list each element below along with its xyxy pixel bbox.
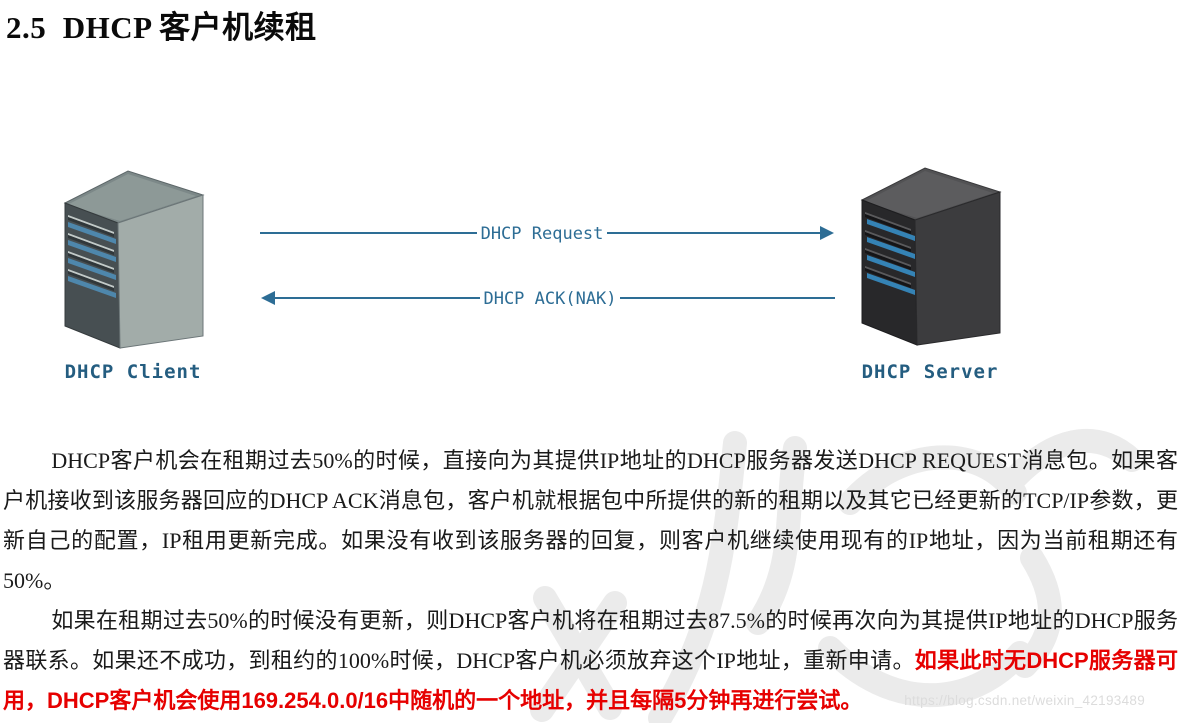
body-text: DHCP客户机会在租期过去50%的时候，直接向为其提供IP地址的DHCP服务器发…	[0, 441, 1181, 721]
ack-arrow-label: DHCP ACK(NAK)	[483, 289, 616, 309]
dhcp-server-tower-icon	[860, 167, 1002, 346]
highlighted-red-text: 如果此时无DHCP服务器可用，DHCP客户机会使用169.254.0.0/16中…	[3, 648, 1178, 713]
paragraph-text: 如果在租期过去50%的时候没有更新，则DHCP客户机将在租期过去87.5%的时候…	[3, 608, 1178, 673]
body-paragraph-1: DHCP客户机会在租期过去50%的时候，直接向为其提供IP地址的DHCP服务器发…	[3, 441, 1178, 601]
page-title: 2.5 DHCP 客户机续租	[6, 10, 317, 45]
dhcp-client-tower-icon	[63, 170, 205, 349]
request-arrow-label: DHCP Request	[481, 224, 604, 244]
body-paragraph-2: 如果在租期过去50%的时候没有更新，则DHCP客户机将在租期过去87.5%的时候…	[3, 601, 1178, 721]
ack-arrowhead-icon	[261, 291, 275, 305]
dhcp-message-arrows: DHCP Request DHCP ACK(NAK)	[260, 224, 835, 309]
paragraph-text: DHCP客户机会在租期过去50%的时候，直接向为其提供IP地址的DHCP服务器发…	[3, 448, 1178, 593]
watermark-url: https://blog.csdn.net/weixin_42193489	[904, 693, 1145, 708]
dhcp-server-label: DHCP Server	[861, 361, 999, 383]
csdn-watermark-art	[530, 428, 1140, 723]
request-arrowhead-icon	[820, 226, 834, 240]
dhcp-client-label: DHCP Client	[64, 361, 202, 383]
